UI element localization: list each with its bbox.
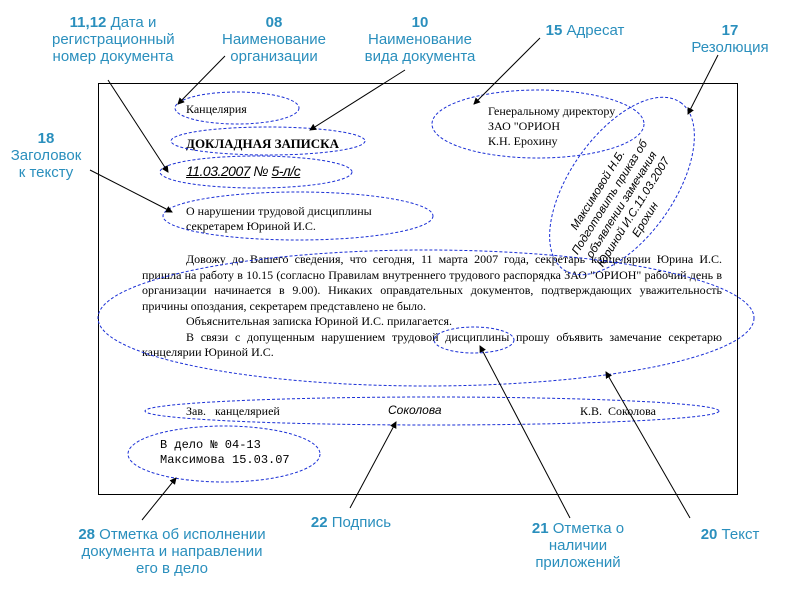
- heading-line-1: О нарушении трудовой дисциплины: [186, 204, 372, 218]
- label-num: 15: [545, 22, 563, 39]
- body-paragraph: В связи с допущенным нарушением трудовой…: [142, 329, 722, 360]
- arrow-signature: [349, 421, 397, 509]
- label-text: Дата и регистрационный номер документа: [52, 14, 175, 65]
- label-heading: 18 Заголовок к тексту: [6, 130, 86, 181]
- label-text: Текст: [721, 526, 760, 543]
- heading-line-2: секретарем Юриной И.С.: [186, 219, 316, 233]
- label-num: 11,12: [69, 14, 107, 31]
- number-sign: №: [253, 163, 269, 179]
- ellipse-resolution: [549, 96, 695, 276]
- ellipse-exec: [127, 425, 321, 483]
- arrow-addressee: [473, 37, 541, 105]
- label-text: Адресат: [566, 22, 625, 39]
- ellipse-date: [159, 155, 353, 189]
- label-doc-type: 10 Наименование вида документа: [355, 14, 485, 65]
- label-text: Отметка об исполнении документа и направ…: [81, 526, 266, 577]
- arrow-resolution: [687, 54, 719, 115]
- label-text: Отметка о наличии приложений: [535, 520, 625, 571]
- label-text: Наименование вида документа: [364, 31, 476, 65]
- label-num: 10: [411, 14, 429, 31]
- arrow-attachment: [479, 345, 571, 519]
- addressee-line-2: ЗАО "ОРИОН: [488, 119, 560, 133]
- ellipse-heading: [162, 191, 434, 241]
- arrow-exec: [141, 477, 177, 521]
- body-paragraph: Объяснительная записка Юриной И.С. прила…: [186, 314, 452, 328]
- sign-signature: Соколова: [388, 403, 442, 417]
- label-addressee: 15 Адресат: [530, 22, 640, 39]
- reg-number: 5-л/с: [271, 163, 301, 179]
- ellipse-attachment: [433, 326, 515, 354]
- arrow-date: [107, 79, 169, 173]
- ellipse-org: [174, 91, 300, 125]
- label-date-reg: 11,12 Дата и регистрационный номер докум…: [52, 14, 175, 65]
- label-text: Наименование организации: [222, 31, 326, 65]
- exec-mark-line-1: В дело № 04-13: [160, 438, 261, 452]
- arrow-text: [605, 371, 691, 519]
- label-num: 08: [265, 14, 283, 31]
- label-text: 20 Текст: [680, 526, 780, 543]
- arrow-doc-type: [309, 69, 406, 131]
- label-num: 17: [721, 22, 739, 39]
- date-reg-number: 11.03.2007 № 5-л/с: [186, 163, 301, 179]
- arrow-heading: [89, 169, 173, 213]
- label-text: Подпись: [331, 514, 392, 531]
- sign-name: К.В. Соколова: [580, 404, 656, 418]
- label-signature: 22 Подпись: [296, 514, 406, 531]
- ellipse-doc-type: [170, 126, 366, 156]
- label-org-name: 08 Наименование организации: [208, 14, 340, 65]
- document-body: Довожу до Вашего сведения, что сегодня, …: [142, 252, 722, 361]
- label-execution-mark: 28 Отметка об исполнении документа и нап…: [72, 526, 272, 577]
- body-paragraph: Довожу до Вашего сведения, что сегодня, …: [142, 252, 722, 313]
- label-text: Резолюция: [691, 39, 769, 56]
- ellipse-addressee: [431, 89, 645, 159]
- label-text: Заголовок к тексту: [10, 147, 82, 181]
- label-num: 21: [531, 520, 549, 537]
- doc-date: 11.03.2007: [186, 163, 251, 179]
- org-name: Канцелярия: [186, 102, 247, 116]
- label-resolution: 17 Резолюция: [680, 22, 780, 56]
- exec-mark-line-2: Максимова 15.03.07: [160, 453, 290, 467]
- doc-type: ДОКЛАДНАЯ ЗАПИСКА: [186, 136, 339, 151]
- ellipse-body: [97, 249, 755, 387]
- label-num: 28: [78, 526, 95, 543]
- arrow-org: [177, 55, 226, 105]
- label-num: 18: [37, 130, 55, 147]
- label-attachment-mark: 21 Отметка о наличии приложений: [524, 520, 632, 571]
- document-frame: [98, 83, 738, 495]
- label-num: 20: [700, 526, 718, 543]
- ellipse-signature: [144, 396, 720, 426]
- label-num: 22: [310, 514, 328, 531]
- addressee-line-1: Генеральному директору: [488, 104, 616, 118]
- addressee-line-3: К.Н. Ерохину: [488, 134, 558, 148]
- sign-position: Зав. канцелярией: [186, 404, 280, 418]
